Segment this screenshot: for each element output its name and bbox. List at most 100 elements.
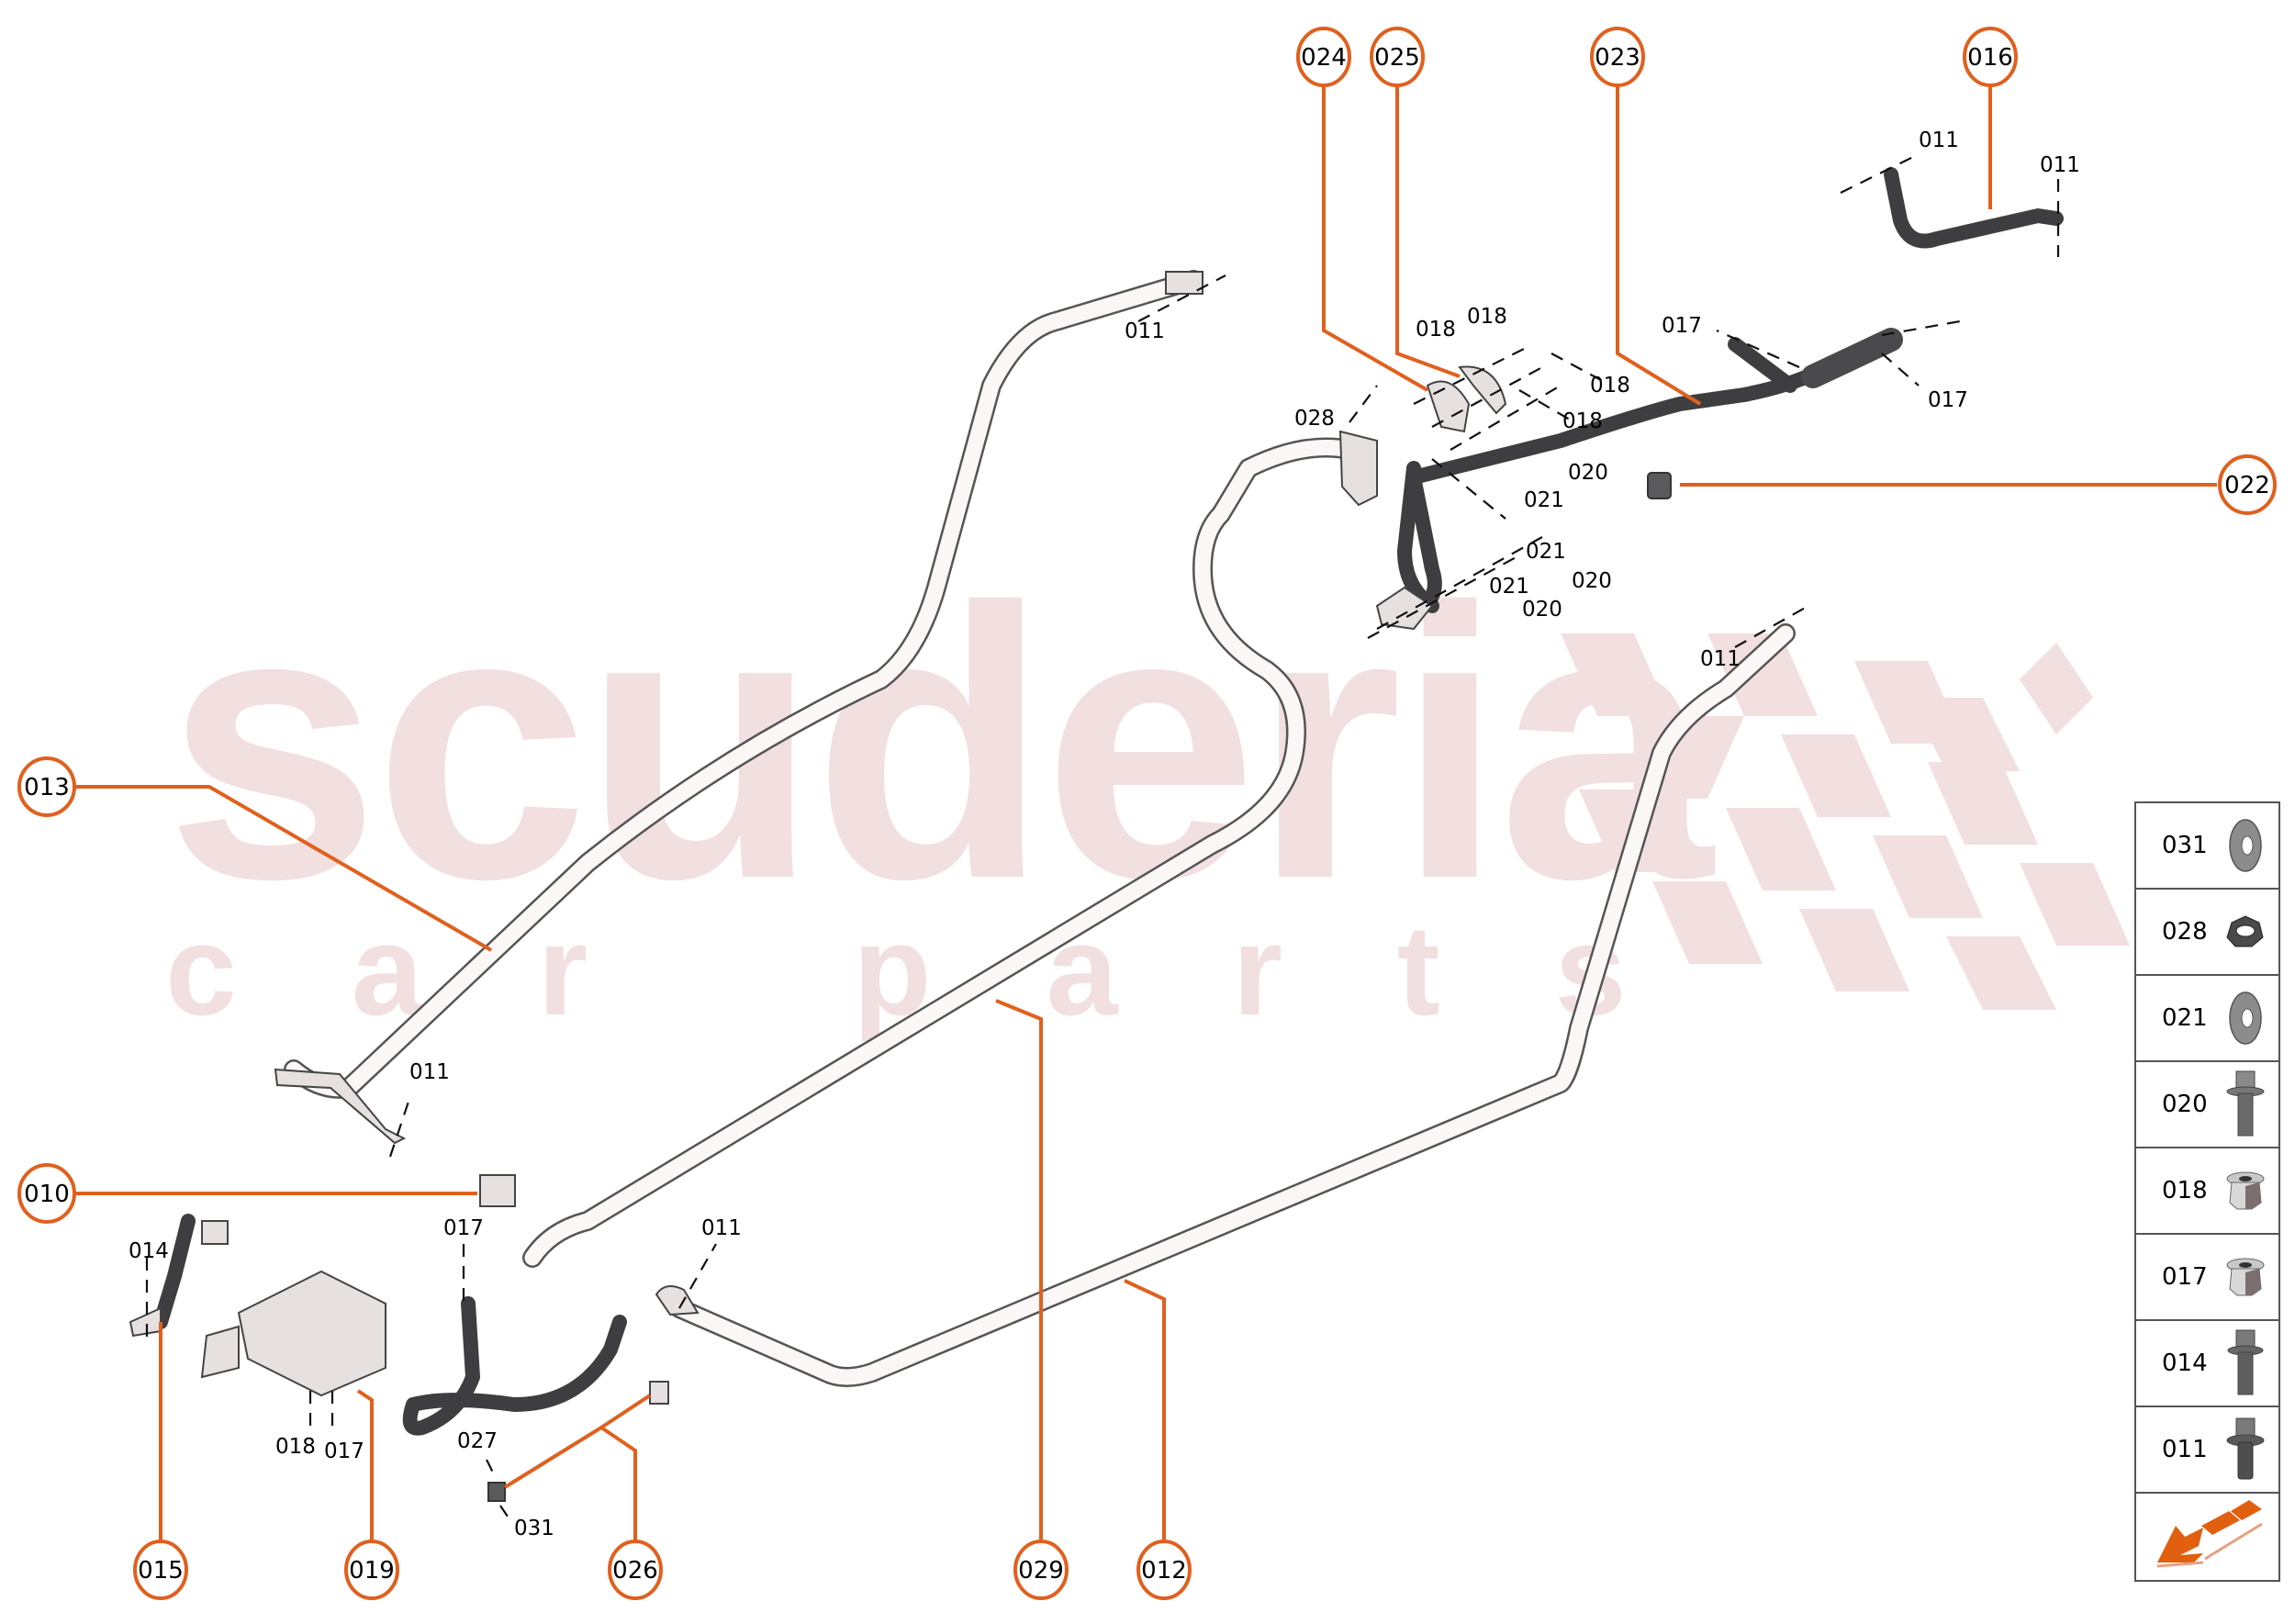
label-017: 017 — [1662, 314, 1702, 338]
legend-code: 018 — [2162, 1177, 2208, 1204]
callout-026[interactable]: 026 — [608, 1540, 663, 1600]
callout-015[interactable]: 015 — [133, 1540, 188, 1600]
legend-code: 020 — [2162, 1091, 2208, 1118]
washer-icon — [2222, 812, 2269, 879]
legend-code: 014 — [2162, 1350, 2208, 1377]
callout-012[interactable]: 012 — [1136, 1540, 1192, 1600]
svg-text:023: 023 — [1595, 44, 1640, 72]
callout-022[interactable]: 022 — [2218, 454, 2277, 515]
legend-item-014[interactable]: 014 — [2136, 1321, 2278, 1407]
label-011: 011 — [1125, 319, 1165, 343]
label-011: 011 — [2040, 153, 2080, 177]
flange-bolt-icon — [2222, 1329, 2269, 1396]
cable-029-terminal — [1338, 430, 1378, 507]
callout-010[interactable]: 010 — [17, 1163, 76, 1224]
label-011: 011 — [409, 1060, 450, 1084]
svg-text:010: 010 — [24, 1181, 70, 1208]
watermark: scuderia car parts — [165, 529, 2130, 1042]
clamp-024[interactable] — [1426, 380, 1471, 433]
callout-023[interactable]: 023 — [1590, 27, 1645, 87]
label-011: 011 — [701, 1216, 742, 1240]
callout-019[interactable]: 019 — [344, 1540, 399, 1600]
legend-item-018[interactable]: 018 — [2136, 1148, 2278, 1235]
legend-code: 028 — [2162, 918, 2208, 946]
part-022-grommet[interactable] — [1647, 472, 1672, 499]
harness-026[interactable] — [402, 1296, 669, 1502]
legend-item-028[interactable]: 028 — [2136, 890, 2278, 976]
callout-013[interactable]: 013 — [17, 756, 76, 817]
cable-012[interactable] — [655, 623, 1796, 1387]
cable-029[interactable] — [522, 430, 1378, 1268]
legend-code: 017 — [2162, 1263, 2208, 1291]
callout-016[interactable]: 016 — [1963, 27, 2018, 87]
cable-016[interactable] — [1884, 167, 2064, 249]
short-flange-bolt-icon — [2222, 1417, 2269, 1483]
front-direction-row — [2136, 1494, 2278, 1580]
label-018: 018 — [1562, 409, 1603, 433]
label-011: 011 — [1919, 129, 1959, 152]
svg-text:016: 016 — [1967, 44, 2013, 72]
label-021: 021 — [1489, 575, 1529, 599]
cable-013-terminal — [1165, 271, 1203, 295]
label-017: 017 — [1928, 388, 1968, 412]
label-018: 018 — [1590, 374, 1630, 398]
part-027-nut — [487, 1482, 506, 1502]
callout-025[interactable]: 025 — [1370, 27, 1425, 87]
legend-code: 021 — [2162, 1004, 2208, 1032]
label-018: 018 — [1467, 305, 1507, 329]
svg-text:013: 013 — [24, 774, 70, 801]
part-026-clip — [649, 1381, 669, 1405]
flange-nut-icon — [2222, 1158, 2269, 1224]
label-020: 020 — [1522, 598, 1562, 622]
hex-nut-icon — [2222, 899, 2269, 965]
legend-item-011[interactable]: 011 — [2136, 1407, 2278, 1494]
callout-024[interactable]: 024 — [1296, 27, 1351, 87]
legend-item-020[interactable]: 020 — [2136, 1062, 2278, 1148]
legend-item-031[interactable]: 031 — [2136, 803, 2278, 890]
cable-015[interactable] — [129, 1214, 229, 1338]
legend-item-021[interactable]: 021 — [2136, 976, 2278, 1062]
label-017: 017 — [324, 1439, 364, 1463]
fastener-legend: 031 028 021 020 018 017 014 — [2134, 801, 2280, 1582]
legend-item-017[interactable]: 017 — [2136, 1235, 2278, 1321]
flange-bolt-icon — [2222, 1070, 2269, 1137]
cable-015-connector — [201, 1220, 229, 1245]
label-014: 014 — [129, 1239, 169, 1263]
part-010-cap[interactable] — [479, 1174, 516, 1207]
svg-text:015: 015 — [138, 1557, 184, 1585]
label-021: 021 — [1524, 488, 1564, 512]
svg-text:029: 029 — [1018, 1557, 1064, 1585]
label-020: 020 — [1572, 569, 1612, 593]
cable-013[interactable] — [274, 270, 1203, 1145]
svg-text:019: 019 — [349, 1557, 395, 1585]
svg-text:024: 024 — [1301, 44, 1347, 72]
sub-labels: 011 011 011 018 018 018 018 017 017 028 … — [129, 129, 2080, 1540]
checkered-flag-icon — [1561, 633, 2130, 1010]
label-018: 018 — [275, 1435, 316, 1459]
svg-text:026: 026 — [612, 1557, 658, 1585]
module-019[interactable] — [200, 1270, 386, 1397]
legend-code: 031 — [2162, 832, 2208, 859]
watermark-tagline: car parts — [165, 898, 1741, 1042]
clamp-025[interactable] — [1458, 365, 1507, 415]
svg-text:025: 025 — [1374, 44, 1420, 72]
washer-icon — [2222, 985, 2269, 1051]
callout-029[interactable]: 029 — [1013, 1540, 1069, 1600]
label-011: 011 — [1700, 647, 1741, 671]
flange-nut-icon — [2222, 1244, 2269, 1310]
legend-code: 011 — [2162, 1436, 2208, 1463]
svg-text:022: 022 — [2224, 472, 2270, 499]
label-027: 027 — [457, 1429, 498, 1453]
leader-lines — [74, 84, 2217, 1542]
label-018: 018 — [1416, 318, 1456, 342]
label-021: 021 — [1526, 540, 1566, 564]
label-020: 020 — [1568, 461, 1608, 485]
label-031: 031 — [514, 1517, 554, 1540]
harness-023[interactable] — [1375, 328, 1903, 631]
front-direction-arrow-icon — [2148, 1498, 2267, 1575]
svg-text:012: 012 — [1141, 1557, 1187, 1585]
assembly-lines — [145, 153, 2060, 1520]
label-017: 017 — [443, 1216, 484, 1240]
label-028: 028 — [1294, 407, 1335, 431]
